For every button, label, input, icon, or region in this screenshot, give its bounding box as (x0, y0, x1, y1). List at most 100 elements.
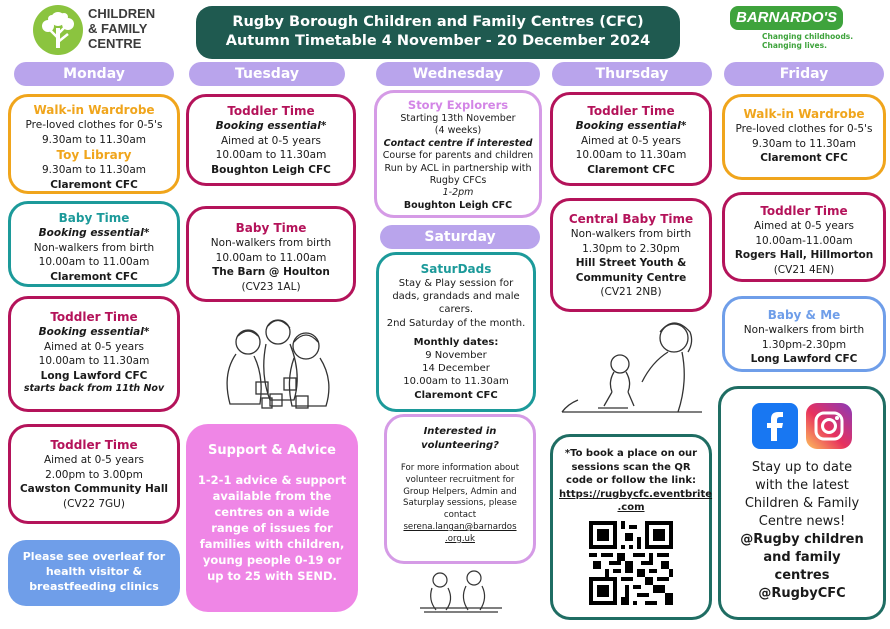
card-place: Boughton Leigh CFC (403, 199, 513, 211)
card-postcode: (CV21 4EN) (773, 263, 835, 276)
card-text: Aimed at 0-5 years (580, 134, 682, 147)
support-title: Support & Advice (208, 443, 336, 458)
volunteer-email[interactable]: serena.langan@barnardos (403, 521, 517, 532)
card-place: Community Centre (575, 271, 687, 284)
card-booking: Booking essential* (575, 120, 687, 132)
card-title: Toddler Time (760, 204, 848, 218)
card-place: Claremont CFC (587, 163, 675, 176)
social-text: Centre news! (758, 514, 846, 529)
card-time: 10.00am-11.00am (755, 234, 853, 247)
day-saturday: Saturday (380, 225, 540, 249)
card-title: Toddler Time (227, 104, 315, 118)
card-postcode: (CV21 2NB) (600, 286, 662, 298)
card-time: 10.00am to 11.30am (215, 149, 327, 161)
card-title: Central Baby Time (568, 212, 694, 226)
tree-icon (33, 5, 83, 55)
card-text: Course for parents and children (382, 150, 534, 162)
card-text: Aimed at 0-5 years (43, 454, 145, 466)
barnardos-name: BARNARDO'S (730, 6, 844, 30)
card-text: Aimed at 0-5 years (220, 134, 322, 147)
card-place: Cawston Community Hall (19, 483, 169, 495)
card-time: 1.30pm to 2.30pm (582, 242, 680, 255)
header-banner: Rugby Borough Children and Family Centre… (196, 6, 680, 59)
volunteer-title: Interested in volunteering? (421, 426, 499, 451)
day-thursday: Thursday (552, 62, 712, 86)
social-text: Children & Family (744, 496, 860, 511)
header-title: Rugby Borough Children and Family Centre… (232, 14, 644, 30)
card-text: (4 weeks) (434, 125, 482, 137)
card-title: Toddler Time (50, 310, 138, 324)
card-title: SaturDads (420, 262, 492, 276)
tuesday-baby-card: Baby Time Non-walkers from birth 10.00am… (186, 206, 356, 302)
card-time: 2.00pm to 3.00pm (45, 468, 143, 481)
overleaf-note: Please see overleaf for health visitor &… (8, 540, 180, 606)
card-time: 10.00am to 11.00am (215, 251, 327, 264)
day-wednesday: Wednesday (376, 62, 540, 86)
card-time: 9.30am to 11.30am (42, 164, 146, 176)
children-drawing-illustration (420, 570, 502, 613)
social-text: Stay up to date (751, 460, 853, 475)
card-booking: Booking essential* (38, 326, 150, 338)
qr-code[interactable] (589, 520, 673, 605)
card-text: Non-walkers from birth (743, 324, 865, 336)
card-text: Aimed at 0-5 years (753, 220, 855, 232)
social-handle: and family (763, 550, 841, 565)
card-title: Story Explorers (407, 98, 509, 112)
monday-toddler-card: Toddler Time Booking essential* Aimed at… (8, 296, 180, 412)
card-time: 9.30am to 11.30am (752, 137, 856, 150)
support-body: 1-2-1 advice & support available from th… (197, 473, 347, 583)
booking-info-card: *To book a place on our sessions scan th… (550, 434, 712, 620)
card-date: 9 November (425, 350, 487, 362)
card-subtitle: Monthly dates: (413, 336, 499, 348)
card-title: Baby & Me (767, 308, 841, 322)
overleaf-text: Please see overleaf for health visitor &… (22, 550, 166, 593)
card-place: Boughton Leigh CFC (211, 163, 331, 176)
children-playing-illustration (226, 319, 330, 409)
booking-link[interactable]: .com (617, 502, 645, 513)
card-place: Long Lawford CFC (40, 369, 148, 382)
card-place: Claremont CFC (760, 152, 848, 164)
social-text: with the latest (755, 478, 849, 493)
card-title: Toy Library (56, 148, 132, 162)
card-text: Non-walkers from birth (570, 228, 692, 240)
card-title: Toddler Time (587, 104, 675, 118)
barnardos-tagline: Changing lives. (762, 41, 827, 50)
card-text: Pre-loved clothes for 0-5's (25, 119, 163, 131)
day-friday: Friday (724, 62, 884, 86)
card-text: 2nd Saturday of the month. (386, 317, 526, 329)
volunteer-email[interactable]: .org.uk (445, 533, 475, 544)
volunteer-body: For more information about volunteer rec… (400, 463, 520, 521)
friday-toddler-card: Toddler Time Aimed at 0-5 years 10.00am-… (722, 192, 886, 282)
card-text: Pre-loved clothes for 0-5's (735, 123, 873, 135)
card-postcode: (CV23 1AL) (241, 280, 301, 293)
booking-text: *To book a place on our sessions scan th… (564, 448, 698, 486)
logo-line: & FAMILY (88, 21, 148, 36)
wednesday-story-card: Story Explorers Starting 13th November (… (374, 90, 542, 218)
card-title: Walk-in Wardrobe (743, 107, 865, 121)
card-note: starts back from 11th Nov (23, 383, 165, 394)
monday-wardrobe-card: Walk-in Wardrobe Pre-loved clothes for 0… (8, 94, 180, 194)
tuesday-toddler-card: Toddler Time Booking essential* Aimed at… (186, 94, 356, 186)
card-time: 10.00am to 11.30am (403, 376, 509, 388)
card-contact: Contact centre if interested (383, 137, 533, 149)
card-text: Aimed at 0-5 years (43, 340, 145, 353)
friday-wardrobe-card: Walk-in Wardrobe Pre-loved clothes for 0… (722, 94, 886, 180)
social-handle: centres (774, 568, 830, 583)
card-title: Toddler Time (50, 438, 138, 452)
card-place: Claremont CFC (50, 178, 138, 191)
monday-toddler2-card: Toddler Time Aimed at 0-5 years 2.00pm t… (8, 424, 180, 524)
card-time: 1.30pm-2.30pm (761, 338, 847, 351)
logo-line: CENTRE (88, 36, 142, 51)
logo-line: CHILDREN (88, 6, 156, 21)
card-place: Long Lawford CFC (750, 353, 858, 365)
facebook-icon[interactable] (751, 403, 798, 449)
card-time: 10.00am to 11.00am (38, 256, 150, 268)
saturday-saturdads-card: SaturDads Stay & Play session for dads, … (376, 252, 536, 412)
volunteering-card: Interested in volunteering? For more inf… (384, 414, 536, 564)
day-tuesday: Tuesday (189, 62, 345, 86)
barnardos-tagline: Changing childhoods. (762, 32, 854, 41)
booking-link[interactable]: https://rugbycfc.eventbrite (559, 488, 713, 500)
card-time: 10.00am to 11.30am (575, 149, 687, 161)
instagram-icon[interactable] (806, 403, 853, 449)
social-handle: @Rugby children (740, 532, 864, 547)
